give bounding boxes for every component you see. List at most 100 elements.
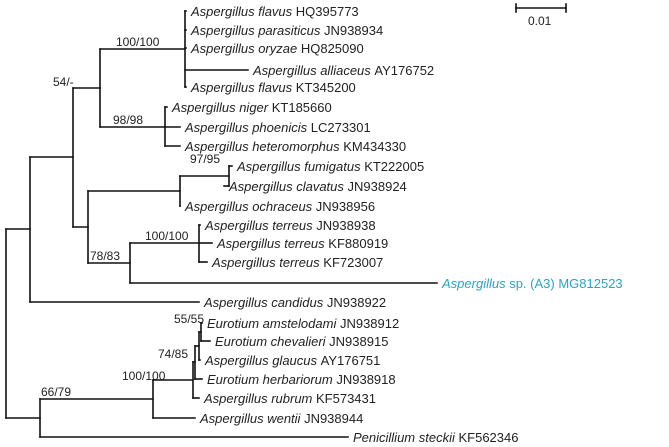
taxon-accession: KF723007: [323, 255, 383, 270]
taxon-genus: Aspergillus: [190, 80, 258, 95]
taxon-label-chevalieri: Eurotium chevalieri JN938915: [215, 334, 388, 349]
taxon-species: clavatus: [296, 179, 347, 194]
taxon-label-fumigatus: Aspergillus fumigatus KT222005: [236, 159, 424, 174]
taxon-accession: KF562346: [458, 430, 518, 445]
taxon-genus: Aspergillus: [216, 236, 284, 251]
taxon-species: glaucus: [272, 353, 320, 368]
taxon-genus: Aspergillus: [171, 100, 239, 115]
taxon-accession: AY176752: [374, 63, 434, 78]
taxon-accession: JN938934: [324, 23, 383, 38]
taxon-species: terreus: [272, 218, 316, 233]
taxon-genus: Aspergillus: [236, 159, 304, 174]
taxon-label-herbariorum: Eurotium herbariorum JN938918: [207, 372, 396, 387]
taxon-species: heteromorphus: [252, 139, 343, 154]
taxon-accession: KT345200: [296, 80, 356, 95]
taxon-species: rubrum: [271, 391, 316, 406]
support-value-eurotium-inner: 55/55: [174, 312, 204, 326]
taxon-species: terreus: [284, 236, 328, 251]
taxon-genus: Penicillium: [353, 430, 419, 445]
taxon-genus: Aspergillus: [190, 23, 258, 38]
taxon-accession: AY176751: [321, 353, 381, 368]
taxon-label-niger: Aspergillus niger KT185660: [171, 100, 332, 115]
scale-bar: 0.01: [515, 3, 567, 28]
taxon-species: chevalieri: [271, 334, 330, 349]
taxon-genus: Aspergillus: [204, 218, 272, 233]
taxon-label-candidus: Aspergillus candidus JN938922: [203, 295, 386, 310]
taxon-accession: KT185660: [272, 100, 332, 115]
tree-branches: [5, 10, 438, 438]
taxon-label-a3: Aspergillus sp. (A3) MG812523: [441, 276, 623, 291]
taxon-label-glaucus: Aspergillus glaucus AY176751: [204, 353, 380, 368]
taxon-label-flavus1: Aspergillus flavus HQ395773: [190, 4, 359, 19]
taxon-species: phoenicis: [251, 120, 311, 135]
taxon-species: niger: [239, 100, 272, 115]
support-value-flavi: 100/100: [116, 35, 160, 49]
taxon-genus: Aspergillus: [228, 179, 296, 194]
taxon-label-ochraceus: Aspergillus ochraceus JN938956: [184, 199, 375, 214]
support-value-nigri: 98/98: [113, 113, 143, 127]
taxon-genus: Eurotium: [207, 316, 263, 331]
taxon-species: sp. (A3): [509, 276, 558, 291]
support-values: 100/100 54/- 98/98 97/95 78/83 100/100 55/55 74…: [41, 35, 220, 399]
taxon-accession: HQ825090: [301, 41, 364, 56]
taxon-genus: Aspergillus: [204, 353, 272, 368]
taxon-label-alliaceus: Aspergillus alliaceus AY176752: [252, 63, 434, 78]
taxon-label-terreus2: Aspergillus terreus KF880919: [216, 236, 388, 251]
taxon-label-steckii: Penicillium steckii KF562346: [353, 430, 518, 445]
taxon-species: fumigatus: [304, 159, 364, 174]
taxon-genus: Aspergillus: [199, 411, 267, 426]
taxon-label-terreus1: Aspergillus terreus JN938938: [204, 218, 376, 233]
taxon-accession: JN938956: [316, 199, 375, 214]
taxon-accession: JN938938: [316, 218, 375, 233]
taxon-accession: HQ395773: [296, 4, 359, 19]
taxon-label-heteromorphus: Aspergillus heteromorphus KM434330: [184, 139, 406, 154]
taxon-genus: Aspergillus: [211, 255, 279, 270]
taxon-species: steckii: [419, 430, 459, 445]
taxon-genus: Aspergillus: [252, 63, 320, 78]
taxon-accession: KT222005: [364, 159, 424, 174]
taxon-species: alliaceus: [320, 63, 374, 78]
taxon-label-oryzae: Aspergillus oryzae HQ825090: [190, 41, 364, 56]
support-value-eurotium-wentii: 66/79: [41, 385, 71, 399]
taxon-accession: MG812523: [558, 276, 622, 291]
taxon-species: flavus: [258, 4, 296, 19]
taxon-genus: Eurotium: [215, 334, 271, 349]
taxon-species: candidus: [271, 295, 327, 310]
taxon-accession: JN938918: [336, 372, 395, 387]
taxon-label-terreus3: Aspergillus terreus KF723007: [211, 255, 383, 270]
taxon-label-amstelodami: Eurotium amstelodami JN938912: [207, 316, 399, 331]
scale-bar-label: 0.01: [528, 14, 552, 28]
taxon-genus: Aspergillus: [203, 295, 271, 310]
taxon-genus: Aspergillus: [190, 41, 258, 56]
support-value-flavi-nigri: 54/-: [53, 75, 74, 89]
taxon-species: terreus: [279, 255, 323, 270]
support-value-fumigati: 97/95: [190, 152, 220, 166]
taxon-accession: JN938924: [348, 179, 407, 194]
support-value-eurotium-mid: 74/85: [158, 347, 188, 361]
taxon-accession: KM434330: [343, 139, 406, 154]
taxon-accession: LC273301: [311, 120, 371, 135]
taxon-genus: Eurotium: [207, 372, 263, 387]
taxon-accession: JN938915: [329, 334, 388, 349]
support-value-terrei-a3: 78/83: [90, 249, 120, 263]
taxon-genus: Aspergillus: [184, 139, 252, 154]
taxon-species: amstelodami: [263, 316, 340, 331]
taxon-accession: JN938922: [327, 295, 386, 310]
taxon-genus: Aspergillus: [441, 276, 509, 291]
taxon-accession: KF573431: [316, 391, 376, 406]
support-value-eurotium: 100/100: [122, 369, 166, 383]
taxon-label-phoenicis: Aspergillus phoenicis LC273301: [184, 120, 371, 135]
taxon-genus: Aspergillus: [184, 120, 252, 135]
taxon-genus: Aspergillus: [203, 391, 271, 406]
taxon-label-flavus2: Aspergillus flavus KT345200: [190, 80, 356, 95]
taxon-genus: Aspergillus: [184, 199, 252, 214]
taxon-genus: Aspergillus: [190, 4, 258, 19]
taxon-accession: KF880919: [328, 236, 388, 251]
taxon-accession: JN938912: [340, 316, 399, 331]
taxon-species: herbariorum: [263, 372, 337, 387]
taxon-species: wentii: [267, 411, 304, 426]
taxon-species: flavus: [258, 80, 296, 95]
taxon-label-parasiticus: Aspergillus parasiticus JN938934: [190, 23, 383, 38]
